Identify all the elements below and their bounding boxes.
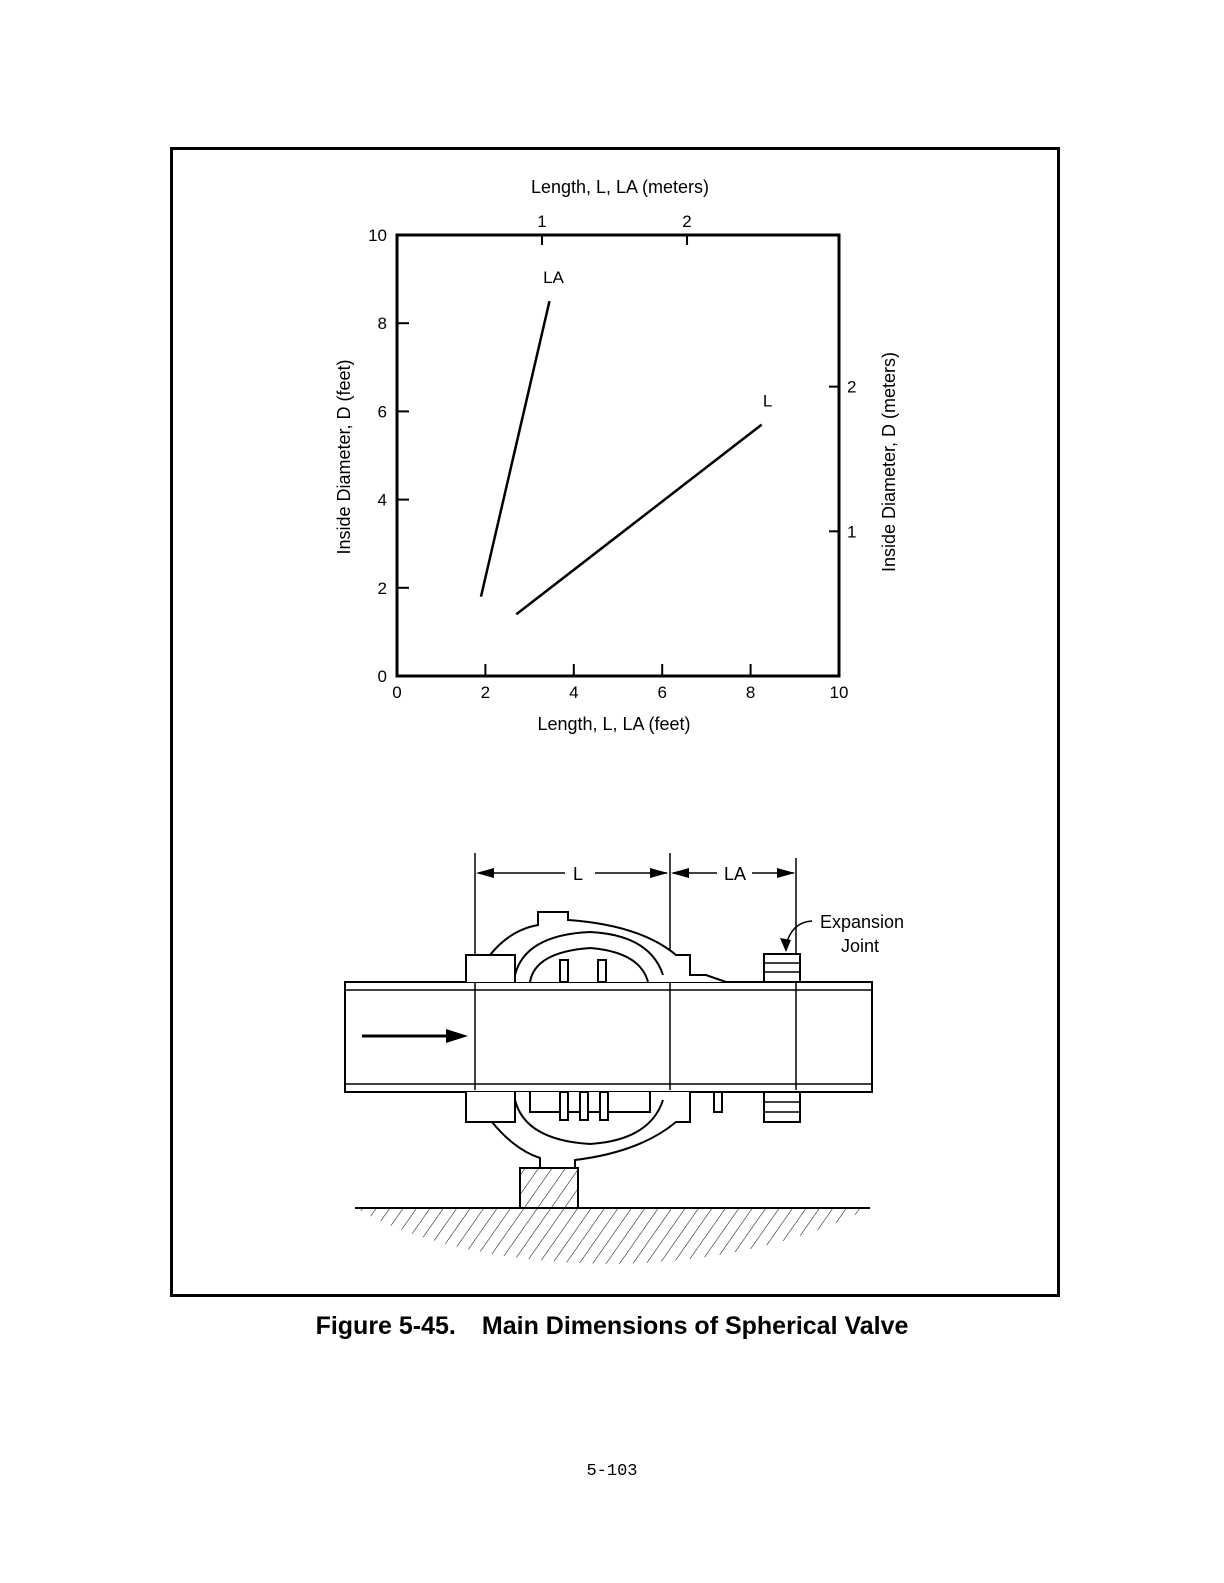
valve-diagram: L LA Expansion Joint	[345, 853, 904, 1264]
arrowhead-l-left	[476, 868, 494, 878]
y-tick-label: 2	[378, 579, 387, 598]
x-tick-label: 6	[657, 683, 666, 702]
y-tick-label: 0	[378, 667, 387, 686]
valve-lower-bar-1	[560, 1092, 568, 1120]
expansion-joint-leader-arrow	[780, 938, 791, 952]
series-label-la: LA	[543, 268, 564, 287]
valve-body-lower	[466, 1092, 690, 1168]
bottom-axis-label: Length, L, LA (feet)	[537, 714, 690, 734]
valve-plug-bar-1	[560, 960, 568, 982]
flow-arrow-head	[446, 1029, 468, 1043]
left-axis-label: Inside Diameter, D (feet)	[334, 359, 354, 554]
series-line-l	[516, 425, 761, 615]
x-tick-label: 0	[392, 683, 401, 702]
series-label-l: L	[763, 392, 772, 411]
expansion-joint-label-line2: Joint	[841, 936, 879, 956]
dim-la-label: LA	[724, 864, 746, 884]
arrowhead-la-left	[671, 868, 689, 878]
figure-number: Figure 5-45.	[316, 1312, 456, 1340]
valve-body-upper	[466, 912, 726, 982]
drain-fitting	[714, 1092, 722, 1112]
figure-caption: Figure 5-45. Main Dimensions of Spherical…	[0, 1312, 1224, 1341]
chart-series: LA L	[481, 268, 772, 614]
ground-hatch	[355, 1208, 870, 1264]
x-tick-label: 4	[569, 683, 578, 702]
valve-plug-bar-2	[598, 960, 606, 982]
x-tick-label: 2	[481, 683, 490, 702]
dim-l-label: L	[573, 864, 583, 884]
x2-tick-label: 1	[537, 212, 546, 231]
y2-tick-label: 2	[847, 378, 856, 397]
expansion-joint-upper	[764, 954, 800, 982]
y-tick-label: 8	[378, 314, 387, 333]
x2-tick-label: 2	[682, 212, 691, 231]
expansion-joint-lower	[764, 1092, 800, 1122]
y-tick-label: 4	[378, 491, 387, 510]
x-tick-label: 10	[830, 683, 849, 702]
page-number: 5-103	[0, 1462, 1224, 1481]
valve-lower-bar-2	[580, 1092, 588, 1120]
expansion-joint-label-line1: Expansion	[820, 912, 904, 932]
x-tick-label: 8	[746, 683, 755, 702]
series-line-la	[481, 301, 550, 596]
y-tick-label: 10	[368, 226, 387, 245]
y2-tick-label: 1	[847, 522, 856, 541]
chart: Length, L, LA (meters) Length, L, LA (fe…	[334, 177, 899, 734]
arrowhead-la-right	[777, 868, 795, 878]
valve-support	[520, 1168, 578, 1208]
y-tick-label: 6	[378, 402, 387, 421]
valve-lower-bar-3	[600, 1092, 608, 1120]
right-axis-label: Inside Diameter, D (meters)	[879, 352, 899, 572]
top-axis-label: Length, L, LA (meters)	[531, 177, 709, 197]
arrowhead-l-right	[650, 868, 668, 878]
plot-area	[397, 235, 839, 676]
figure-title: Main Dimensions of Spherical Valve	[482, 1312, 909, 1340]
